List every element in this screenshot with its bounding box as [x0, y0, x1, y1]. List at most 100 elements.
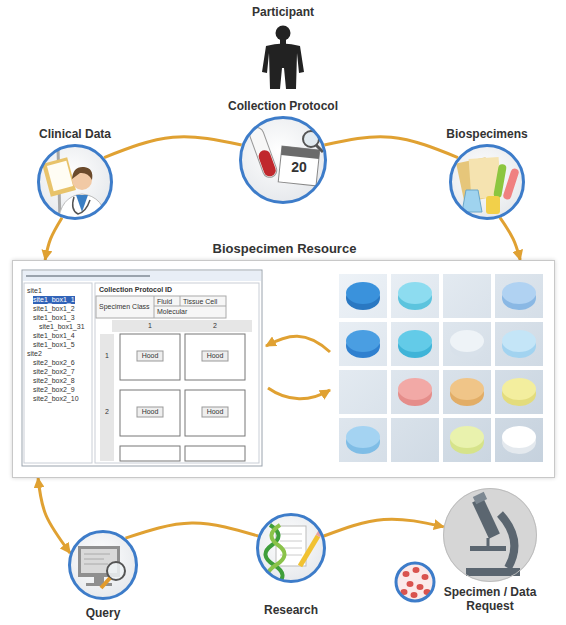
query-icon — [70, 532, 136, 598]
query-icon — [84, 554, 110, 555]
tube-rack-photo — [502, 282, 536, 304]
icon-circle: Specimen / Data Request — [443, 488, 537, 582]
tube-rack-photo — [335, 414, 546, 418]
software-screenshot — [120, 334, 180, 380]
cell-sample-circle — [417, 584, 424, 590]
tube-rack-photo — [335, 270, 546, 466]
tube-rack-photo — [450, 426, 484, 448]
software-screenshot — [185, 390, 245, 436]
query-icon — [78, 546, 125, 588]
tube-rack-photo — [450, 330, 484, 352]
biospecimens-icon — [486, 196, 500, 214]
collection-protocol-icon — [257, 149, 278, 178]
circle-outline — [256, 513, 326, 583]
tube-rack-photo — [335, 462, 546, 466]
collection-protocol-icon — [278, 146, 320, 186]
biospecimens-icon — [451, 146, 523, 218]
query-icon — [94, 577, 104, 583]
cell-sample-circle — [396, 563, 434, 601]
tube-rack-photo — [346, 426, 380, 448]
research-icon — [280, 541, 302, 542]
table-cell: Molecular — [157, 308, 187, 316]
software-screenshot — [180, 296, 181, 306]
software-screenshot — [120, 446, 180, 461]
query-icon — [101, 578, 110, 588]
software-screenshot — [22, 270, 262, 466]
microscope-illustration — [487, 538, 490, 546]
tube-rack-photo — [335, 270, 546, 274]
tree-item: site1_box1_5 — [33, 341, 75, 349]
participant-figure — [262, 26, 304, 90]
grid-cell-button: Hood — [207, 352, 224, 360]
participant-label: Participant — [252, 6, 314, 20]
software-screenshot — [24, 283, 92, 463]
software-screenshot — [22, 270, 262, 466]
software-screenshot — [100, 334, 114, 461]
biospecimens-icon — [451, 146, 523, 218]
collection-protocol-icon — [248, 126, 279, 180]
node-label: Clinical Data — [39, 127, 111, 141]
biospecimens-icon — [456, 157, 520, 214]
clinical-data-icon — [72, 167, 92, 180]
circle-outline — [239, 116, 327, 204]
tube-rack-photo — [335, 270, 546, 466]
tube-rack-photo — [335, 366, 546, 370]
collection-protocol-icon — [248, 126, 323, 186]
circle-outline — [443, 488, 537, 582]
circle-outline — [451, 146, 524, 219]
circle-outline — [449, 144, 525, 220]
circle-outline — [37, 144, 113, 220]
grid-column-number: 1 — [148, 322, 152, 330]
cell-sample-circle — [401, 567, 431, 598]
tube-rack-photo — [450, 378, 484, 400]
tube-rack-photo — [346, 330, 380, 352]
icon-circle: Research — [256, 513, 326, 583]
cell-sample-circle — [403, 571, 410, 577]
tube-rack-photo — [346, 282, 380, 304]
resource-panel: Biospecimen Resource — [12, 260, 555, 478]
flow-arrow — [45, 218, 62, 260]
tube-rack-photo — [502, 378, 536, 400]
collection-protocol-icon — [248, 126, 279, 180]
tree-item: site1_box1_3 — [33, 314, 75, 322]
clinical-data-icon — [39, 146, 111, 224]
grid-row-number: 2 — [105, 408, 109, 416]
microscope-illustration — [470, 546, 506, 551]
tree-item: site2_box2_7 — [33, 368, 75, 376]
exchange-arrows — [266, 336, 330, 352]
flow-arrow — [324, 519, 444, 536]
grid-cell-button: Hood — [142, 352, 159, 360]
node-label: Biospecimens — [446, 127, 527, 141]
tube-rack-photo — [398, 378, 432, 400]
node-label: Specimen / Data Request — [431, 585, 549, 613]
software-screenshot — [154, 306, 226, 307]
tube-rack-photo — [502, 330, 536, 352]
query-icon — [70, 532, 136, 598]
cell-sample-circle — [411, 592, 418, 598]
microscope-illustration — [443, 488, 537, 582]
query-icon — [107, 562, 125, 580]
software-screenshot — [120, 390, 180, 436]
collection-protocol-icon — [241, 118, 325, 202]
collection-protocol-icon — [281, 146, 320, 159]
circle-outline — [444, 489, 537, 582]
tree-item: site2_box2_9 — [33, 386, 75, 394]
cell-sample-circle — [413, 567, 420, 573]
query-icon — [86, 583, 112, 586]
query-icon — [84, 559, 104, 560]
software-screenshot — [26, 275, 150, 277]
tube-rack-photo — [335, 318, 546, 322]
software-screenshot — [23, 271, 261, 281]
flow-arrow — [125, 523, 258, 538]
circle-outline — [70, 532, 137, 599]
software-screenshot — [154, 296, 155, 318]
tree-item: site1_box1_4 — [33, 332, 75, 340]
icon-circle: Collection Protocol — [239, 116, 327, 204]
microscope-illustration — [500, 514, 514, 568]
research-icon — [280, 534, 302, 535]
node-label: Collection Protocol — [228, 99, 338, 113]
software-screenshot — [185, 334, 245, 380]
tree-item: site1_box1_2 — [33, 305, 75, 313]
